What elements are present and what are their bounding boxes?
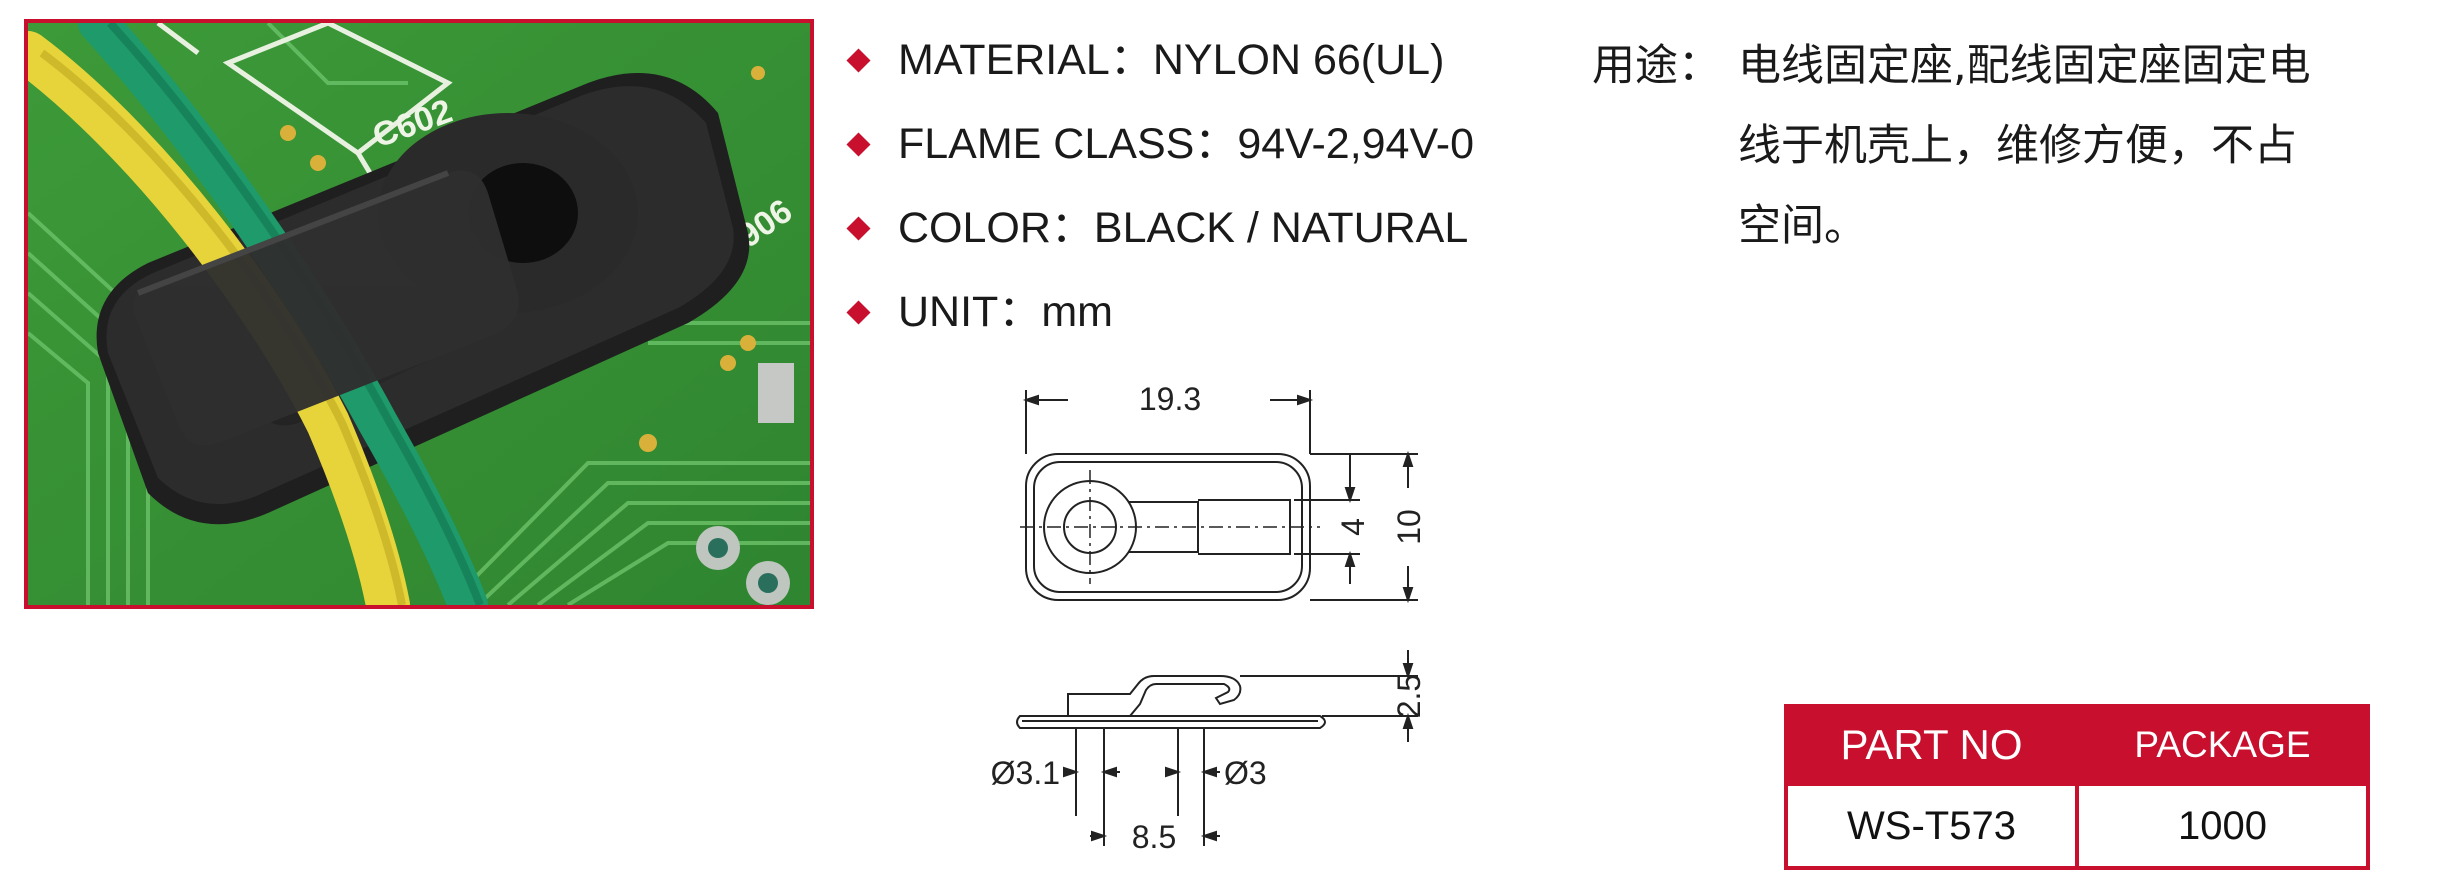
cell-part-no: WS-T573 (1784, 782, 2079, 870)
dim-length-label: 19.3 (1139, 381, 1201, 417)
spec-flame-class-separator: ： (1194, 120, 1238, 168)
spec-color-value: BLACK / NATURAL (1093, 204, 1469, 252)
bullet-diamond-icon (846, 300, 871, 325)
spec-material-value: NYLON 66(UL) (1152, 36, 1445, 84)
dimension-drawing: 19.3 4 10 2.5 Ø3.1 Ø3 8.5 (991, 381, 1427, 855)
bullet-diamond-icon (846, 48, 871, 73)
usage-label: 用途： (1592, 41, 1721, 91)
technical-drawing: 19.3 4 10 2.5 Ø3.1 Ø3 8.5 (980, 370, 1440, 890)
spec-list: MATERIAL：NYLON 66(UL) FLAME CLASS：94V-2,… (838, 28, 1578, 364)
dim-height-label: 2.5 (1391, 674, 1427, 718)
dim-slot-width-label: 4 (1335, 518, 1371, 536)
usage-text: 电线固定座,配线固定座固定电线于机壳上，维修方便，不占空间。 (1738, 41, 2311, 251)
spec-unit: UNIT：mm (838, 280, 1578, 364)
spec-flame-class: FLAME CLASS：94V-2,94V-0 (838, 112, 1578, 196)
dim-slot-diameter-label: Ø3 (1224, 755, 1267, 791)
dim-pitch-label: 8.5 (1132, 819, 1176, 855)
header-package: PACKAGE (2075, 704, 2370, 786)
spec-color: COLOR：BLACK / NATURAL (838, 196, 1578, 280)
spec-material: MATERIAL：NYLON 66(UL) (838, 28, 1578, 112)
part-table-header-row: PART NO PACKAGE (1784, 704, 2370, 786)
spec-material-label: MATERIAL (898, 36, 1110, 84)
bullet-diamond-icon (846, 216, 871, 241)
dim-width-label: 10 (1391, 509, 1427, 545)
spec-color-separator: ： (1050, 204, 1094, 252)
product-photo: C602 C906 (24, 19, 814, 609)
spec-color-label: COLOR (898, 204, 1051, 252)
dim-hole-diameter-label: Ø3.1 (991, 755, 1060, 791)
spec-unit-value: mm (1041, 288, 1113, 336)
bullet-diamond-icon (846, 132, 871, 157)
spec-flame-class-label: FLAME CLASS (898, 120, 1195, 168)
spec-unit-separator: ： (998, 288, 1042, 336)
spec-unit-label: UNIT (898, 288, 999, 336)
spec-material-separator: ： (1109, 36, 1153, 84)
table-row: WS-T573 1000 (1784, 782, 2370, 870)
cell-package: 1000 (2075, 782, 2370, 870)
spec-flame-class-value: 94V-2,94V-0 (1237, 120, 1475, 168)
part-table: PART NO PACKAGE WS-T573 1000 (1784, 704, 2370, 870)
header-part-no: PART NO (1784, 704, 2079, 786)
product-photo-illustration: C602 C906 (28, 23, 810, 605)
